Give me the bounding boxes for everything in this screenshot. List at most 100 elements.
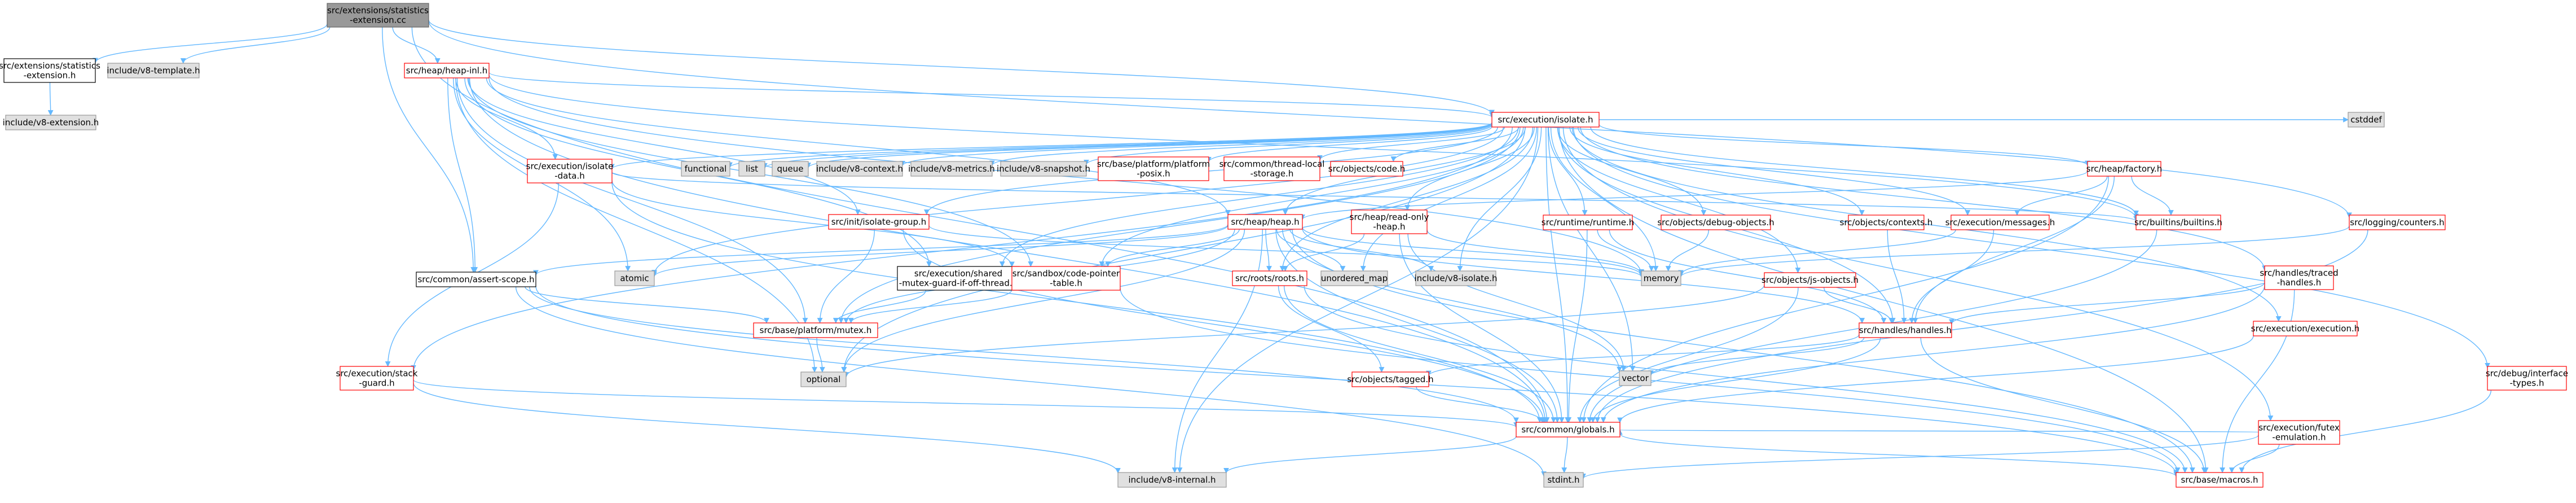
node-box bbox=[1764, 272, 1856, 288]
edge-n27-to-n31 bbox=[1265, 229, 1272, 272]
file-node-n12[interactable]: src/execution/stack-guard.h bbox=[336, 366, 418, 391]
edge-n5-to-n46 bbox=[1571, 126, 2282, 322]
edge-n5-to-n37 bbox=[1548, 126, 1588, 216]
edge-n41-to-n44 bbox=[1912, 176, 2115, 323]
file-node-n3[interactable]: include/v8-template.h bbox=[107, 63, 200, 78]
node-box bbox=[1415, 270, 1496, 286]
file-node-n28[interactable]: src/heap/read-only-heap.h bbox=[1350, 209, 1429, 234]
file-node-n5[interactable]: src/execution/isolate.h bbox=[1491, 112, 1600, 128]
node-label: include/v8-extension.h bbox=[3, 117, 99, 128]
file-node-n43[interactable]: src/builtins/builtins.h bbox=[2134, 215, 2222, 230]
node-label: src/objects/tagged.h bbox=[1347, 374, 1433, 384]
file-node-n36[interactable]: src/objects/tagged.h bbox=[1347, 371, 1434, 387]
edge-n37-to-n34 bbox=[1597, 229, 1654, 272]
edge-n30-to-n9 bbox=[848, 289, 1012, 323]
edge-n6-to-n34 bbox=[1678, 226, 2350, 278]
file-node-n13[interactable]: src/common/globals.h bbox=[1516, 422, 1621, 438]
file-node-n7[interactable]: src/execution/isolate-data.h bbox=[526, 159, 614, 183]
node-box bbox=[1223, 156, 1320, 181]
file-node-n23[interactable]: src/base/platform/platform-posix.h bbox=[1097, 156, 1210, 181]
file-node-n48[interactable]: src/debug/interface-types.h bbox=[2486, 366, 2568, 391]
file-node-n2[interactable]: include/v8-extension.h bbox=[3, 115, 99, 130]
file-node-n27[interactable]: src/heap/heap.h bbox=[1227, 214, 1303, 230]
file-node-n41[interactable]: src/heap/factory.h bbox=[2086, 161, 2162, 177]
file-node-n6[interactable]: src/logging/counters.h bbox=[2349, 215, 2446, 230]
file-node-n21[interactable]: include/v8-metrics.h bbox=[908, 161, 995, 177]
node-box bbox=[2253, 321, 2358, 336]
edge-n47-to-n16 bbox=[2229, 444, 2280, 473]
edge-n27-to-n8 bbox=[533, 224, 1228, 276]
file-node-n9[interactable]: src/base/platform/mutex.h bbox=[753, 322, 878, 338]
edge-n26-to-n34 bbox=[928, 225, 1644, 278]
file-node-n46[interactable]: src/execution/execution.h bbox=[2251, 321, 2359, 336]
file-node-n8[interactable]: src/common/assert-scope.h bbox=[416, 272, 536, 287]
edge-n28-to-n13 bbox=[1399, 233, 1565, 423]
file-node-n22[interactable]: include/v8-snapshot.h bbox=[997, 161, 1090, 177]
file-node-n16[interactable]: src/base/macros.h bbox=[2176, 472, 2264, 488]
node-label: src/objects/code.h bbox=[1328, 164, 1406, 174]
file-node-n18[interactable]: list bbox=[738, 161, 765, 177]
edge-n27-to-n14 bbox=[1172, 229, 1263, 473]
edge-n27-to-n10 bbox=[841, 229, 1245, 373]
file-node-n1[interactable]: src/extensions/statistics-extension.h bbox=[0, 58, 100, 83]
file-node-n39[interactable]: src/objects/js-objects.h bbox=[1762, 272, 1859, 288]
edge-n5-to-n28 bbox=[1404, 126, 1535, 211]
node-label: stdint.h bbox=[1547, 475, 1579, 485]
node-box bbox=[1232, 270, 1307, 286]
file-node-n35[interactable]: vector bbox=[1619, 370, 1652, 386]
file-node-n11[interactable]: atomic bbox=[614, 270, 655, 286]
file-node-n15[interactable]: stdint.h bbox=[1543, 472, 1584, 488]
node-label: src/execution/isolate bbox=[526, 161, 614, 172]
node-box bbox=[910, 161, 993, 177]
file-node-n44[interactable]: src/handles/handles.h bbox=[1859, 322, 1952, 338]
node-box bbox=[327, 3, 429, 28]
file-node-n31[interactable]: src/roots/roots.h bbox=[1232, 270, 1307, 286]
edge-n5-to-n9 bbox=[838, 126, 1521, 323]
file-node-n26[interactable]: src/init/isolate-group.h bbox=[828, 214, 930, 230]
node-label: -types.h bbox=[2509, 378, 2544, 388]
file-node-n40[interactable]: src/objects/contexts.h bbox=[1840, 215, 1933, 230]
file-node-n42[interactable]: src/execution/messages.h bbox=[1945, 215, 2055, 230]
edge-n27-to-n13 bbox=[1275, 229, 1560, 423]
file-nodes: src/extensions/statistics-extension.cc sr… bbox=[0, 3, 2568, 488]
file-node-n45[interactable]: src/handles/traced-handles.h bbox=[2260, 265, 2339, 290]
file-node-n34[interactable]: memory bbox=[1641, 270, 1681, 286]
edge-n45-to-n44 bbox=[1949, 282, 2265, 325]
file-node-n33[interactable]: include/v8-isolate.h bbox=[1414, 270, 1498, 286]
file-node-n49[interactable]: cstddef bbox=[2348, 112, 2385, 128]
edge-n8-to-n9 bbox=[525, 286, 769, 323]
edge-n5-to-n38 bbox=[1557, 126, 1707, 216]
edge-n4-to-n5 bbox=[488, 72, 1495, 118]
file-node-n4[interactable]: src/heap/heap-inl.h bbox=[404, 63, 490, 78]
edge-n4-to-n7 bbox=[455, 77, 558, 160]
node-box bbox=[1641, 270, 1681, 286]
edge-n4-to-n27 bbox=[486, 77, 1231, 216]
edge-n5-to-n20 bbox=[900, 123, 1492, 167]
node-box bbox=[3, 58, 96, 83]
edge-n5-to-n17 bbox=[727, 123, 1492, 168]
node-box bbox=[772, 161, 809, 177]
file-node-n32[interactable]: unordered_map bbox=[1320, 270, 1388, 286]
file-node-n24[interactable]: src/common/thread-local-storage.h bbox=[1219, 156, 1325, 181]
file-node-n30[interactable]: src/sandbox/code-pointer-table.h bbox=[1011, 266, 1121, 291]
file-node-n37[interactable]: src/runtime/runtime.h bbox=[1542, 215, 1634, 230]
edge-n44-to-n16 bbox=[1920, 337, 2207, 473]
file-node-n10[interactable]: optional bbox=[800, 371, 847, 387]
node-label: src/debug/interface bbox=[2486, 369, 2568, 379]
file-node-n14[interactable]: include/v8-internal.h bbox=[1117, 472, 1227, 488]
file-node-n29[interactable]: src/execution/shared-mutex-guard-if-off-… bbox=[897, 266, 1020, 291]
node-label: src/extensions/statistics bbox=[0, 61, 100, 71]
edge-n39-to-n44 bbox=[1824, 287, 1895, 323]
node-label: src/objects/debug-objects.h bbox=[1657, 217, 1774, 228]
edge-n5-to-n39 bbox=[1557, 126, 1801, 273]
file-node-n17[interactable]: functional bbox=[681, 161, 730, 177]
edge-n5-to-n43 bbox=[1590, 126, 2139, 216]
edge-n12-to-n13 bbox=[413, 379, 1519, 428]
file-node-n0[interactable]: src/extensions/statistics-extension.cc bbox=[327, 3, 429, 28]
file-node-n25[interactable]: src/objects/code.h bbox=[1328, 161, 1406, 177]
edge-n9-to-n10 bbox=[816, 337, 825, 373]
file-node-n38[interactable]: src/objects/debug-objects.h bbox=[1657, 215, 1774, 230]
file-node-n47[interactable]: src/execution/futex-emulation.h bbox=[2258, 420, 2340, 445]
file-node-n20[interactable]: include/v8-context.h bbox=[816, 161, 903, 177]
file-node-n19[interactable]: queue bbox=[772, 161, 809, 177]
